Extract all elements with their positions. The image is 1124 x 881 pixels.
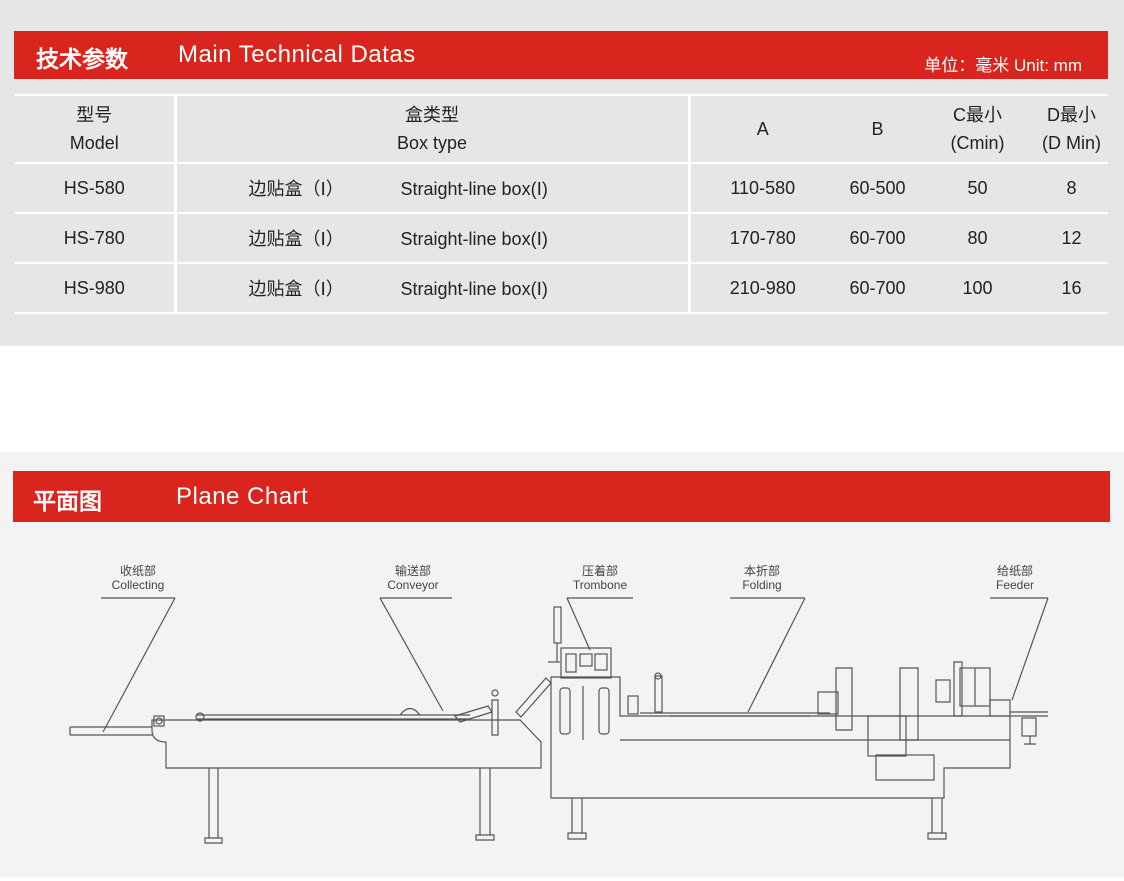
header-box-type: 盒类型 Box type	[175, 94, 691, 164]
cell-c: 100	[920, 263, 1035, 314]
svg-text:Conveyor: Conveyor	[387, 578, 438, 592]
plane-panel	[0, 452, 1124, 877]
cell-d: 12	[1035, 213, 1108, 264]
plane-title-en: Plane Chart	[176, 483, 309, 510]
svg-text:Folding: Folding	[742, 578, 781, 592]
header-model: 型号 Model	[15, 94, 177, 164]
svg-text:输送部: 输送部	[395, 563, 431, 578]
svg-text:压着部: 压着部	[582, 563, 618, 578]
cell-d: 16	[1035, 263, 1108, 314]
cell-c: 80	[920, 213, 1035, 264]
main-frame-body	[548, 606, 1048, 840]
unit-label: 单位：毫米 Unit: mm	[924, 56, 1082, 75]
cell-model: HS-980	[15, 263, 177, 314]
spec-table: 型号 Model 盒类型 Box type A B C最小 (Cmin) D最小…	[15, 94, 1108, 314]
cell-box-type: 边贴盒（Ⅰ）Straight-line box(Ⅰ)	[175, 213, 691, 264]
cell-a: 110-580	[689, 163, 835, 214]
machine-drawing: 收纸部 Collecting 输送部 Conveyor 压着部 Trombone…	[69, 563, 1049, 844]
svg-text:Feeder: Feeder	[996, 578, 1034, 592]
collecting-conveyor-body	[69, 677, 552, 844]
cell-b: 60-700	[835, 213, 920, 264]
cell-model: HS-580	[15, 163, 177, 214]
svg-text:本折部: 本折部	[744, 563, 780, 578]
table-row: HS-580 边贴盒（Ⅰ）Straight-line box(Ⅰ) 110-58…	[15, 163, 1108, 214]
label-feeder: 给纸部 Feeder	[990, 563, 1049, 701]
cell-model: HS-780	[15, 213, 177, 264]
table-row: HS-780 边贴盒（Ⅰ）Straight-line box(Ⅰ) 170-78…	[15, 213, 1108, 264]
header-c: C最小 (Cmin)	[920, 94, 1035, 164]
label-trombone: 压着部 Trombone	[566, 563, 633, 651]
svg-text:Collecting: Collecting	[112, 578, 165, 592]
svg-text:收纸部: 收纸部	[120, 563, 156, 578]
cell-a: 210-980	[689, 263, 835, 314]
cell-d: 8	[1035, 163, 1108, 214]
table-header-row: 型号 Model 盒类型 Box type A B C最小 (Cmin) D最小…	[15, 94, 1108, 164]
header-b: B	[835, 94, 920, 164]
header-a: A	[689, 94, 835, 164]
svg-text:给纸部: 给纸部	[997, 563, 1033, 578]
label-folding: 本折部 Folding	[730, 563, 806, 713]
cell-box-type: 边贴盒（Ⅰ）Straight-line box(Ⅰ)	[175, 263, 691, 314]
label-conveyor: 输送部 Conveyor	[379, 563, 452, 712]
plane-title-cn: 平面图	[33, 489, 102, 515]
header-d: D最小 (D Min)	[1035, 94, 1108, 164]
svg-text:Trombone: Trombone	[573, 578, 628, 592]
cell-b: 60-700	[835, 263, 920, 314]
cell-c: 50	[920, 163, 1035, 214]
cell-a: 170-780	[689, 213, 835, 264]
table-row: HS-980 边贴盒（Ⅰ）Straight-line box(Ⅰ) 210-98…	[15, 263, 1108, 314]
label-collecting: 收纸部 Collecting	[101, 563, 176, 733]
spec-banner: 技术参数 Main Technical Datas 单位：毫米 Unit: mm	[14, 31, 1108, 79]
cell-box-type: 边贴盒（Ⅰ）Straight-line box(Ⅰ)	[175, 163, 691, 214]
spec-title-cn: 技术参数	[36, 47, 128, 73]
cell-b: 60-500	[835, 163, 920, 214]
spec-title-en: Main Technical Datas	[178, 41, 416, 68]
plane-banner: 平面图 Plane Chart	[13, 471, 1110, 522]
spec-panel: 技术参数 Main Technical Datas 单位：毫米 Unit: mm…	[0, 0, 1124, 346]
plane-chart: 收纸部 Collecting 输送部 Conveyor 压着部 Trombone…	[0, 452, 1124, 877]
